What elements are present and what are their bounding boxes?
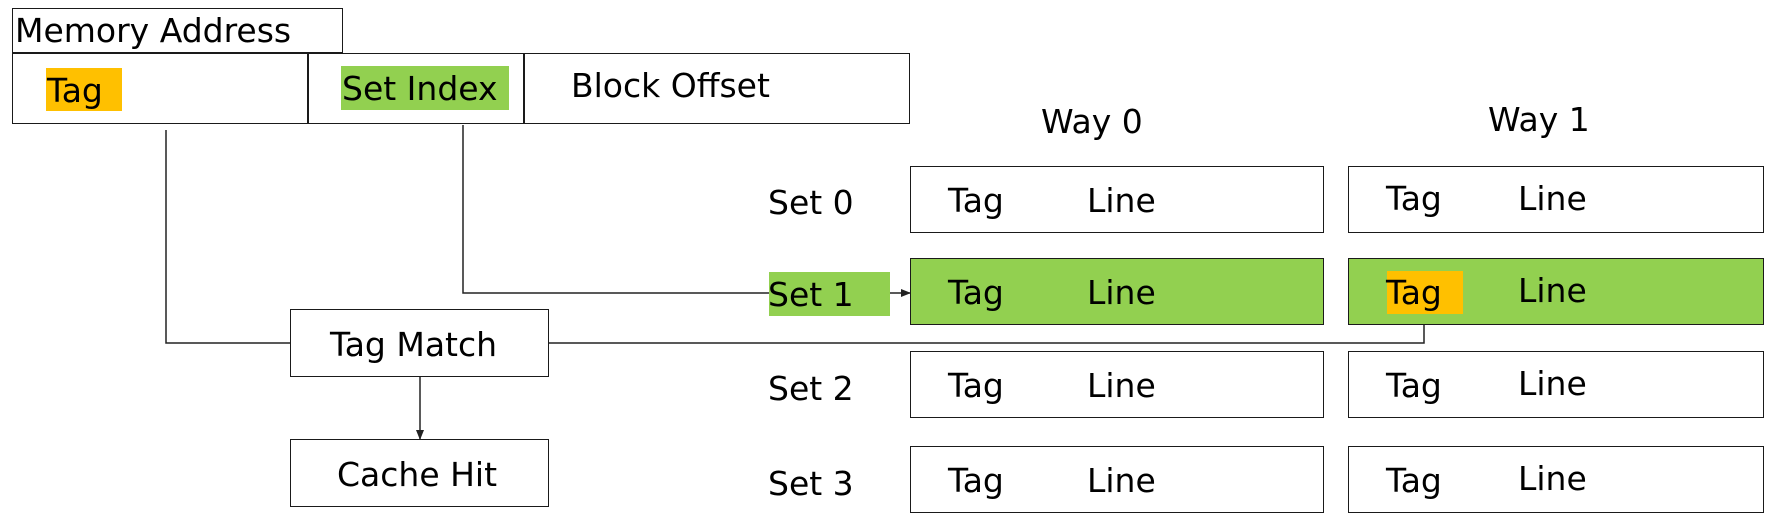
set-1-label: Set 1 bbox=[768, 275, 854, 314]
cell-line: Line bbox=[1518, 459, 1587, 498]
way-0-set-2-cell: Tag Line bbox=[910, 351, 1324, 418]
tag-match-label: Tag Match bbox=[330, 325, 498, 364]
field-divider bbox=[523, 54, 525, 124]
cell-tag: Tag bbox=[1386, 366, 1442, 405]
cell-tag: Tag bbox=[1386, 179, 1442, 218]
cell-line: Line bbox=[1518, 271, 1587, 310]
tag-field-label: Tag bbox=[47, 71, 103, 110]
cell-line: Line bbox=[1518, 179, 1587, 218]
tag-to-match-wire bbox=[165, 130, 290, 344]
cache-hit-label: Cache Hit bbox=[337, 455, 498, 494]
cell-line: Line bbox=[1518, 364, 1587, 403]
cell-tag: Tag bbox=[948, 273, 1004, 312]
set-index-highlight bbox=[341, 66, 509, 110]
way-0-set-1-cell: Tag Line bbox=[910, 258, 1324, 325]
way-1-set-0-cell: Tag Line bbox=[1348, 166, 1764, 233]
way-1-set-2-cell: Tag Line bbox=[1348, 351, 1764, 418]
cell-tag: Tag bbox=[948, 366, 1004, 405]
way-0-set-3-cell: Tag Line bbox=[910, 446, 1324, 513]
cache-hit-box: Cache Hit bbox=[290, 439, 549, 507]
way-1-set-3-cell: Tag Line bbox=[1348, 446, 1764, 513]
way-1-set-1-cell: Tag Line bbox=[1348, 258, 1764, 325]
memory-address-title-box: Memory Address bbox=[12, 8, 343, 53]
way-0-set-0-cell: Tag Line bbox=[910, 166, 1324, 233]
memory-address-title: Memory Address bbox=[15, 11, 292, 50]
set-3-label: Set 3 bbox=[768, 464, 854, 503]
cell-line: Line bbox=[1087, 181, 1156, 220]
cell-line: Line bbox=[1087, 366, 1156, 405]
cell-tag: Tag bbox=[948, 181, 1004, 220]
set-index-field-label: Set Index bbox=[342, 69, 498, 108]
tag-match-box: Tag Match bbox=[290, 309, 549, 377]
field-divider bbox=[307, 54, 309, 124]
set-0-label: Set 0 bbox=[768, 183, 854, 222]
set-index-to-set1-arrow bbox=[462, 125, 911, 297]
tag-highlight bbox=[46, 68, 122, 111]
cell-tag: Tag bbox=[1386, 273, 1442, 312]
way-0-header: Way 0 bbox=[1041, 102, 1143, 141]
address-fields: Tag Set Index Block Offset bbox=[12, 53, 910, 124]
block-offset-field-label: Block Offset bbox=[571, 66, 770, 105]
way-1-header: Way 1 bbox=[1488, 100, 1590, 139]
cell-line: Line bbox=[1087, 273, 1156, 312]
cell-tag: Tag bbox=[1386, 461, 1442, 500]
matched-tag-highlight bbox=[1387, 271, 1463, 314]
cell-line: Line bbox=[1087, 461, 1156, 500]
set-1-highlight bbox=[769, 272, 890, 316]
set-2-label: Set 2 bbox=[768, 369, 854, 408]
cell-tag: Tag bbox=[948, 461, 1004, 500]
